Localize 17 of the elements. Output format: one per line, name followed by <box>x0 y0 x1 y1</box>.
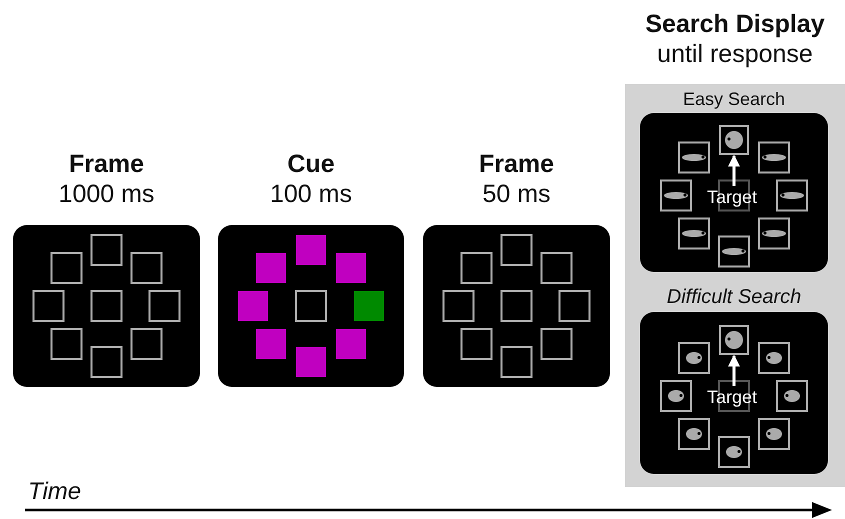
phase-title: Frame <box>68 150 146 178</box>
arrow <box>728 154 740 186</box>
search-type-label: Difficult Search <box>666 286 802 308</box>
phase-title: Search Display <box>644 10 826 38</box>
axis-label: Time <box>28 478 82 506</box>
search-type-label: Easy Search <box>682 89 786 109</box>
target-stimulus <box>719 124 749 154</box>
arrow <box>728 354 740 386</box>
phase-title: Frame <box>478 150 556 178</box>
duration-label: 1000 ms <box>58 180 156 208</box>
duration-label: 100 ms <box>269 180 353 208</box>
target-stimulus <box>719 325 749 355</box>
duration-label: 50 ms <box>481 180 552 208</box>
phase-title: Cue <box>286 150 336 178</box>
duration-label: until response <box>656 40 814 68</box>
target-label: Target <box>707 387 758 407</box>
target-label: Target <box>707 186 758 206</box>
